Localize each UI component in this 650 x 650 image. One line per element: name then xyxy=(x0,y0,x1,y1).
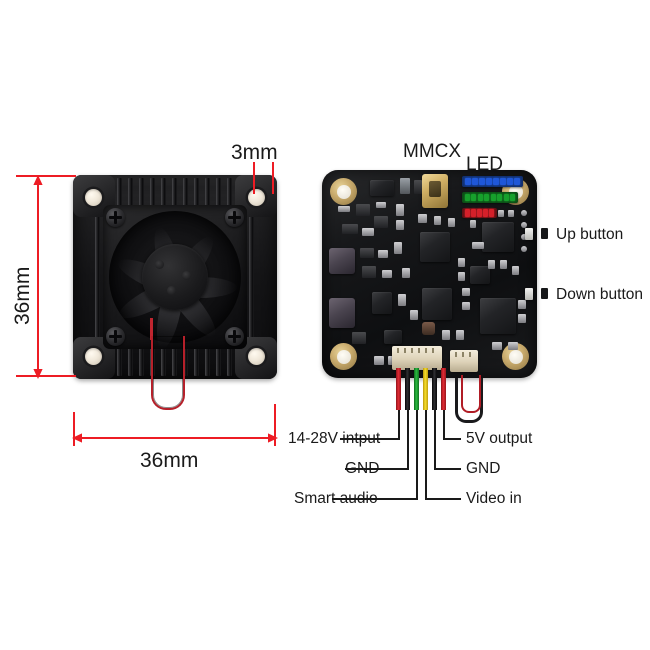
aux-jst-connector xyxy=(450,350,478,372)
fan-wire-stub xyxy=(150,318,153,340)
wire-label-gnd-left: GND xyxy=(345,460,380,477)
mmcx-label: MMCX xyxy=(403,141,462,162)
leader-gnd-left xyxy=(345,468,409,470)
wire-2-black-gnd xyxy=(405,368,410,410)
mount-hole-bottom-right xyxy=(248,348,265,365)
green-led-bar xyxy=(462,192,518,203)
inductor-2 xyxy=(329,298,355,328)
wire-label-smart-audio: Smart audio xyxy=(294,490,378,507)
red-led-bar xyxy=(462,208,497,218)
led-label: LED xyxy=(466,154,503,175)
dim-vert-ext-bottom xyxy=(16,375,76,377)
up-button-switch[interactable] xyxy=(525,228,533,240)
fan-screw-bottom-left xyxy=(106,327,125,346)
wire-5-black-gnd xyxy=(432,368,437,410)
ic-main-1 xyxy=(420,232,450,262)
hole-leader-left xyxy=(253,162,255,194)
main-jst-connector xyxy=(392,346,442,370)
wire-1-red-power-in xyxy=(396,368,401,410)
dim-vert-arrows xyxy=(33,175,43,379)
dim-hole-label: 3mm xyxy=(231,141,278,164)
ic-main-2 xyxy=(482,222,514,252)
ic-main-4 xyxy=(480,298,516,334)
dim-horz-arrows xyxy=(72,433,278,443)
dim-horz-ext-right xyxy=(274,404,276,446)
aux-pigtail-wire xyxy=(455,375,483,423)
inductor-1 xyxy=(329,248,355,274)
wire-label-video-in: Video in xyxy=(466,490,522,507)
hole-leader-right xyxy=(272,162,274,194)
down-button-switch[interactable] xyxy=(525,288,533,300)
vtx-board xyxy=(322,170,537,378)
fan-hub xyxy=(142,244,208,310)
dim-horz-line xyxy=(73,437,276,439)
wire-label-gnd-right: GND xyxy=(466,460,501,477)
leader-5v-out xyxy=(443,438,461,440)
dim-height-label: 36mm xyxy=(11,266,34,325)
cooling-fan xyxy=(103,205,247,351)
mount-hole-top-left xyxy=(85,189,102,206)
mount-hole-top-right xyxy=(248,189,265,206)
down-button-label: Down button xyxy=(556,286,644,303)
leader-power-in xyxy=(340,438,400,440)
leader-gnd-right xyxy=(434,468,461,470)
fan-screw-top-right xyxy=(225,208,244,227)
up-button-nub[interactable] xyxy=(541,228,548,239)
blue-led-bar xyxy=(462,176,523,187)
fan-power-wire xyxy=(151,336,185,410)
up-button-label: Up button xyxy=(556,226,624,243)
fan-screw-bottom-right xyxy=(225,327,244,346)
wire-3-green-smart-audio xyxy=(414,368,419,410)
dim-horz-ext-left xyxy=(73,412,75,446)
fan-screw-top-left xyxy=(106,208,125,227)
pcb-pad-top-left xyxy=(330,178,357,205)
wire-label-power-in: 14-28V intput xyxy=(288,430,381,447)
dim-vert-ext-top xyxy=(16,175,76,177)
down-button-nub[interactable] xyxy=(541,288,548,299)
wire-4-yellow-video-in xyxy=(423,368,428,410)
ic-main-3 xyxy=(422,288,452,320)
mmcx-connector xyxy=(422,174,448,208)
leader-video-in xyxy=(425,498,461,500)
wire-6-red-5v-out xyxy=(441,368,446,410)
leader-smart-audio xyxy=(332,498,418,500)
dim-vert-line xyxy=(37,176,39,376)
wire-label-5v-out: 5V output xyxy=(466,430,533,447)
dim-width-label: 36mm xyxy=(140,449,199,472)
mount-hole-bottom-left xyxy=(85,348,102,365)
pcb-pad-bottom-left xyxy=(330,343,357,370)
heatsink-assembly xyxy=(73,175,277,379)
